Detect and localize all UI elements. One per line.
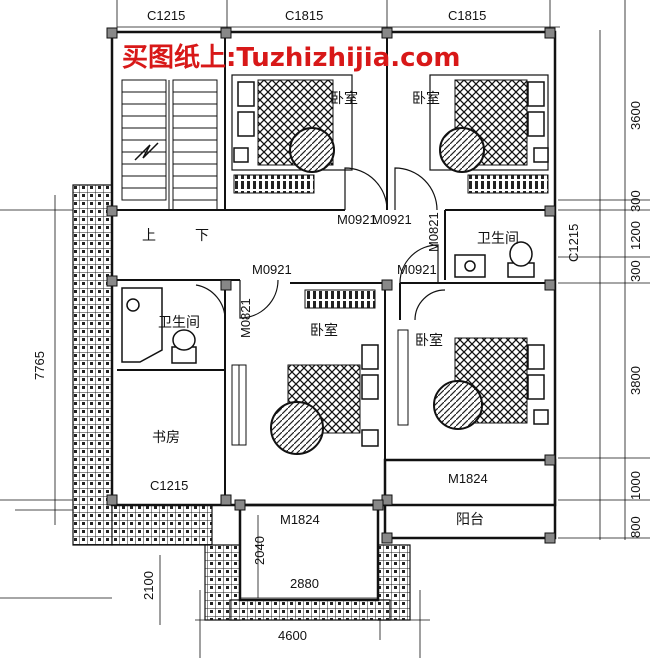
dim-porch-width: 2880 — [290, 576, 319, 591]
bed-sw — [231, 289, 379, 455]
window-c1215-right: C1215 — [566, 224, 581, 262]
window-c1215-top: C1215 — [147, 8, 185, 23]
bed-se — [397, 329, 549, 430]
bathroom-east-fixtures — [454, 241, 535, 278]
columns — [106, 27, 556, 544]
bedroom-nw-label: 卧室 — [330, 90, 358, 107]
dim-right-3600: 3600 — [628, 101, 643, 130]
bed-ne — [429, 74, 549, 194]
dim-right-1200: 1200 — [628, 221, 643, 250]
door-m0921-b: M0921 — [372, 212, 412, 227]
interior-walls — [112, 32, 555, 505]
dim-right-800: 800 — [628, 516, 643, 538]
dim-right-300a: 300 — [628, 190, 643, 212]
bathroom-east-label: 卫生间 — [477, 231, 519, 247]
stair-down-label: 下 — [195, 228, 209, 244]
dim-left-bottom: 2100 — [141, 571, 156, 600]
dim-right-3800: 3800 — [628, 366, 643, 395]
right-dimensions: 3600 300 1200 300 3800 1000 800 — [628, 101, 643, 538]
staircase — [121, 79, 218, 211]
window-c1815-top-b: C1815 — [448, 8, 486, 23]
bedroom-ne-label: 卧室 — [412, 90, 440, 107]
dim-right-300b: 300 — [628, 260, 643, 282]
bed-nw — [231, 74, 353, 194]
dim-porch-height: 2040 — [252, 536, 267, 565]
bedroom-se-label: 卧室 — [415, 332, 443, 349]
door-m1824-b: M1824 — [280, 512, 320, 527]
door-m1824-a: M1824 — [448, 471, 488, 486]
door-m0821-a: M0821 — [426, 212, 441, 252]
dim-bottom-total: 4600 — [278, 628, 307, 643]
bedroom-sw-label: 卧室 — [310, 322, 338, 339]
window-c1215-bottom: C1215 — [150, 478, 188, 493]
door-m0921-c: M0921 — [252, 262, 292, 277]
stair-treads — [122, 91, 217, 201]
door-m0921-a: M0921 — [337, 212, 377, 227]
door-m0821-b: M0821 — [238, 298, 253, 338]
dim-left-total: 7765 — [32, 351, 47, 380]
stair-up-label: 上 — [142, 228, 156, 244]
window-c1815-top-a: C1815 — [285, 8, 323, 23]
bathroom-west-fixtures — [121, 287, 197, 364]
bathroom-west-label: 卫生间 — [158, 315, 200, 331]
study-label: 书房 — [152, 430, 180, 446]
watermark-text: 买图纸上:Tuzhizhijia.com — [122, 42, 461, 73]
door-m0921-d: M0921 — [397, 262, 437, 277]
roof-tiles — [72, 184, 411, 621]
dim-right-1000: 1000 — [628, 471, 643, 500]
balcony-label: 阳台 — [456, 512, 484, 528]
door-swings — [195, 167, 446, 321]
